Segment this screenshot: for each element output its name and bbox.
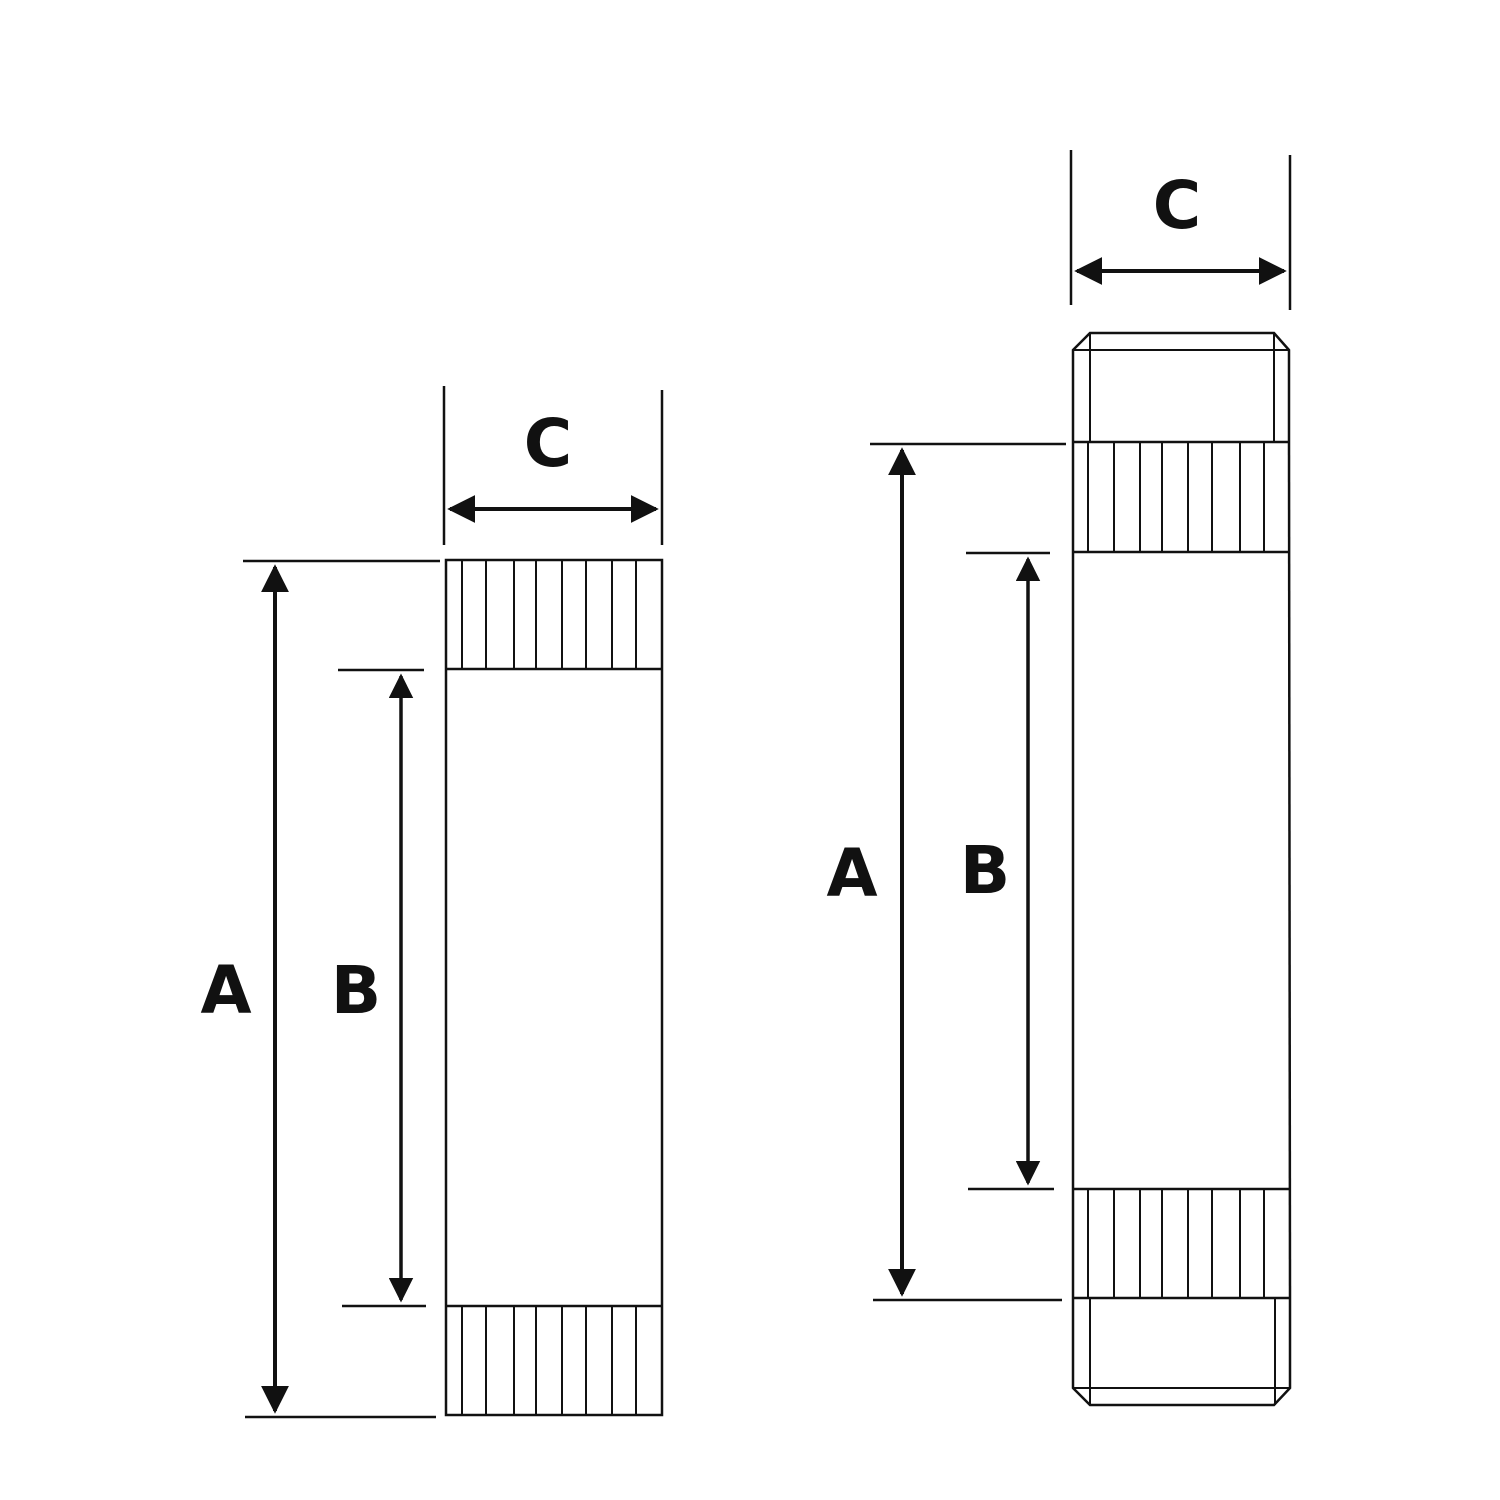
- left-label-a: A: [200, 952, 251, 1029]
- right-top-thread: [1087, 442, 1265, 552]
- left-dimension-b: [338, 668, 426, 1308]
- right-dimension-c: [1069, 150, 1292, 310]
- left-nipple-drawing: [243, 386, 664, 1419]
- left-pipe-body: [444, 558, 664, 1417]
- left-dimension-c: [442, 386, 664, 545]
- left-label-b: B: [331, 952, 381, 1029]
- right-bottom-thread: [1087, 1189, 1265, 1298]
- left-top-thread: [461, 560, 637, 669]
- right-label-a: A: [826, 835, 877, 912]
- right-label-b: B: [960, 832, 1010, 909]
- right-label-c: C: [1153, 167, 1201, 244]
- right-bottom-cap: [1071, 1298, 1292, 1407]
- left-dimension-a: [243, 559, 440, 1419]
- right-dimension-b: [966, 551, 1054, 1191]
- right-nipple-drawing: [870, 150, 1292, 1407]
- left-label-c: C: [524, 405, 572, 482]
- right-dimension-a: [870, 442, 1066, 1302]
- right-top-cap: [1071, 331, 1291, 442]
- left-bottom-thread: [461, 1306, 637, 1415]
